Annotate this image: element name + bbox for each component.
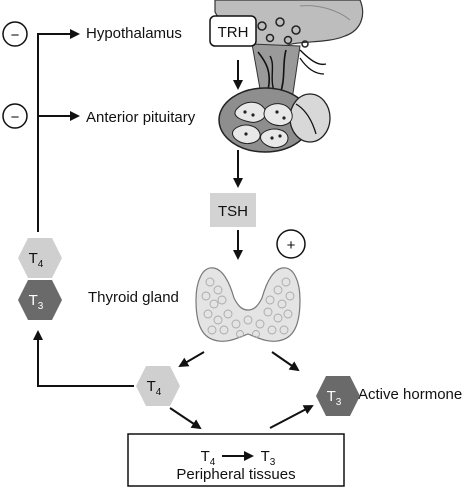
pathway-arrows bbox=[33, 29, 314, 430]
peripheral-tissues-label: Peripheral tissues bbox=[176, 466, 295, 483]
svg-text:−: − bbox=[11, 109, 20, 126]
t3-feedback-hexagon: T3 bbox=[18, 280, 62, 320]
positive-stimulation-sign: + bbox=[276, 229, 306, 259]
anterior-pituitary-illustration bbox=[218, 87, 331, 153]
svg-text:T3: T3 bbox=[29, 292, 44, 312]
svg-text:T3: T3 bbox=[327, 388, 342, 408]
feedback-return-arrow bbox=[33, 330, 134, 387]
svg-text:T4: T4 bbox=[29, 250, 44, 270]
t3-active-hexagon: T3 bbox=[316, 376, 360, 416]
trh-label: TRH bbox=[218, 24, 249, 41]
thyroid-to-t3-arrow bbox=[271, 351, 300, 372]
svg-text:−: − bbox=[11, 27, 20, 44]
active-hormone-label: Active hormone bbox=[358, 386, 462, 403]
trh-box: TRH bbox=[209, 15, 257, 47]
svg-text:T4: T4 bbox=[147, 378, 162, 398]
tsh-label: TSH bbox=[218, 203, 248, 220]
peripheral-to-t3-arrow bbox=[269, 405, 314, 429]
t4-to-peripheral-arrow bbox=[169, 407, 202, 430]
negative-feedback-pituitary: − bbox=[2, 103, 28, 129]
negative-feedback-hypothalamus: − bbox=[2, 21, 28, 47]
thyroid-gland-label: Thyroid gland bbox=[88, 289, 179, 306]
svg-text:+: + bbox=[287, 237, 296, 254]
feedback-arrow-hypothalamus bbox=[37, 29, 80, 232]
peripheral-t4-label: T4 bbox=[201, 448, 216, 468]
tsh-box: TSH bbox=[210, 193, 256, 227]
anterior-pituitary-label: Anterior pituitary bbox=[86, 109, 196, 126]
peripheral-tissues-box: T4 T3 Peripheral tissues bbox=[127, 433, 345, 487]
t4-output-hexagon: T4 bbox=[136, 366, 180, 406]
hypothalamus-label: Hypothalamus bbox=[86, 25, 182, 42]
thyroid-gland-illustration bbox=[195, 267, 301, 342]
peripheral-t3-label: T3 bbox=[261, 448, 276, 468]
thyroid-to-t4-arrow bbox=[178, 351, 205, 368]
t4-feedback-hexagon: T4 bbox=[18, 238, 62, 278]
